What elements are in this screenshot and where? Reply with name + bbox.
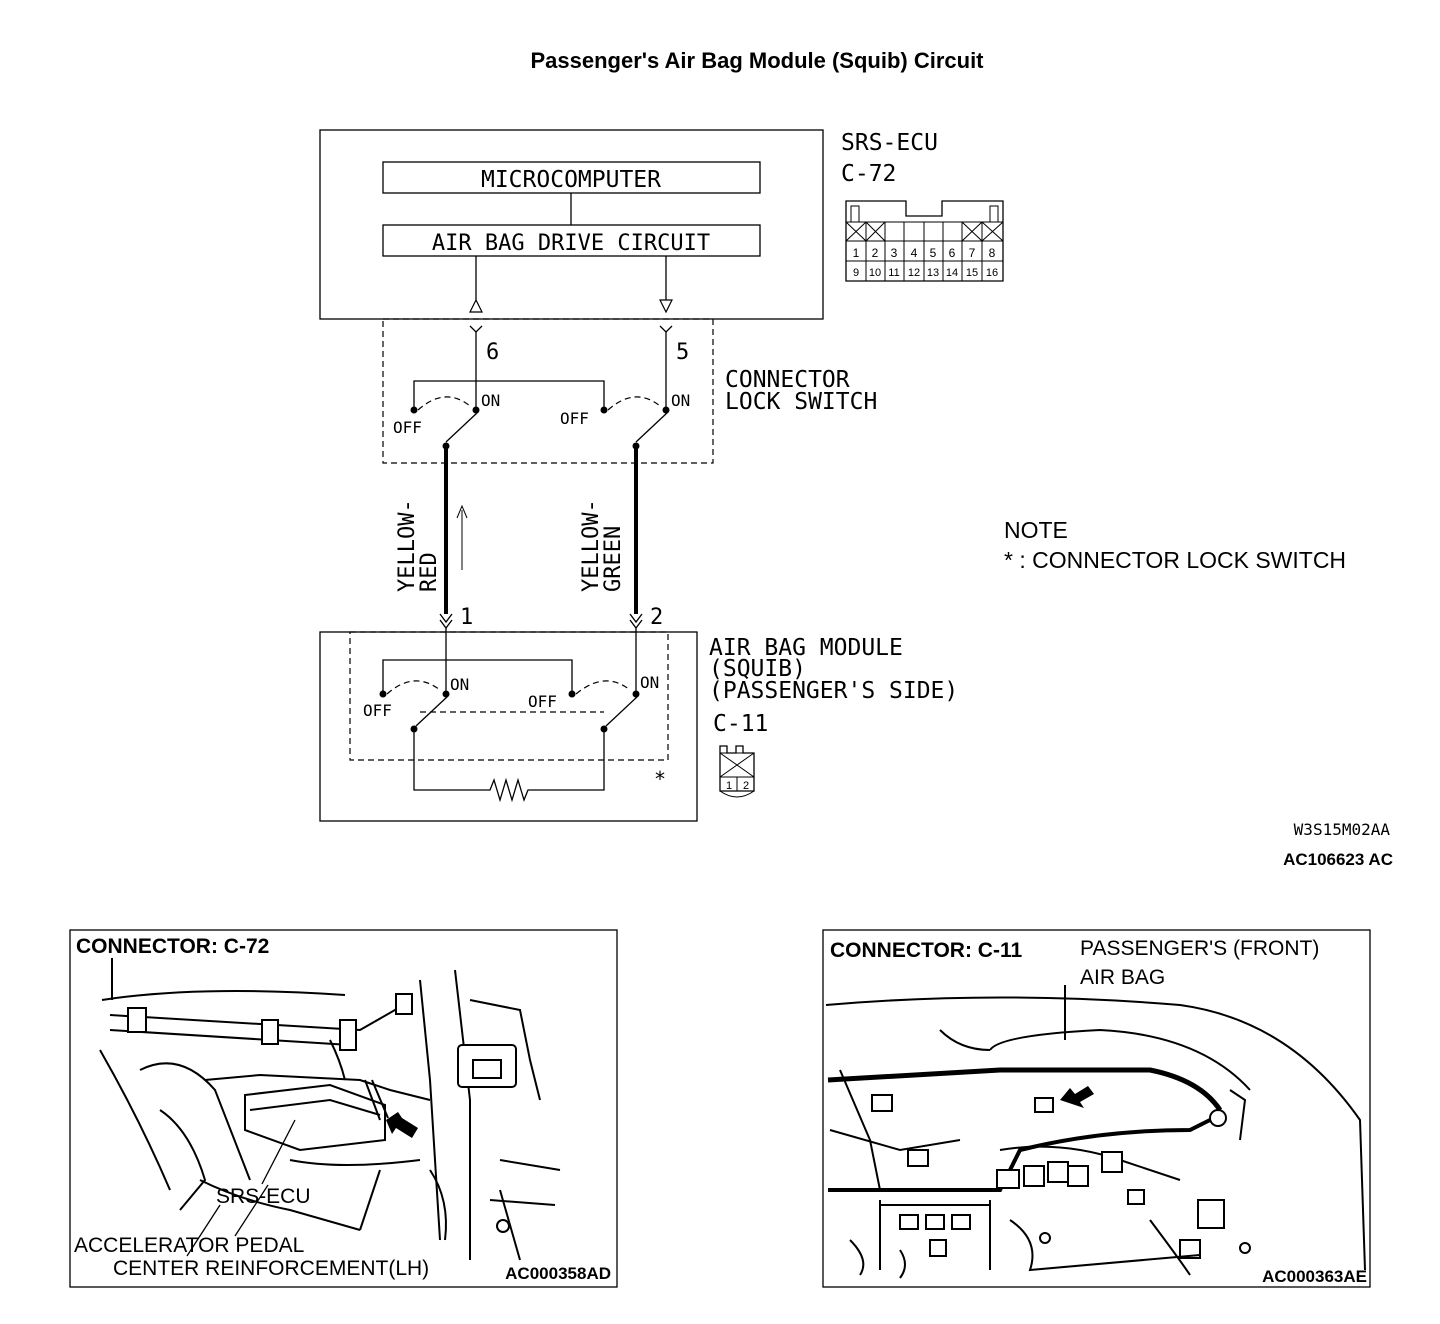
note-heading: NOTE	[1004, 517, 1068, 543]
output-triangle-up-icon	[469, 298, 483, 313]
c72-pin: 8	[989, 246, 996, 260]
c72-pin: 1	[853, 246, 860, 260]
c11-label-line1: PASSENGER'S (FRONT)	[1080, 937, 1319, 960]
harness-wires	[439, 448, 643, 630]
c72-pin: 15	[966, 267, 978, 279]
c72-location-illustration	[99, 958, 561, 1261]
srs-ecu-label: SRS-ECU	[841, 130, 938, 156]
switch-off-label: OFF	[363, 701, 392, 720]
c72-pin: 9	[853, 267, 859, 279]
switch-on-label: ON	[671, 391, 690, 410]
figure-code: AC106623 AC	[1283, 850, 1393, 869]
drive-circuit-label: AIR BAG DRIVE CIRCUIT	[432, 231, 710, 256]
c11-location-illustration	[825, 985, 1366, 1279]
c11-pin: 1	[726, 780, 732, 792]
wire-color-left: YELLOW- RED	[395, 486, 442, 592]
lock-switch-label-1: CONNECTOR	[725, 367, 850, 393]
c72-pin: 3	[891, 246, 898, 260]
c72-label-reinforcement: CENTER REINFORCEMENT(LH)	[113, 1257, 429, 1280]
c72-pin: 4	[911, 246, 918, 260]
c72-label-srs-ecu: SRS-ECU	[216, 1185, 311, 1208]
module-label-1: AIR BAG MODULE	[709, 635, 903, 661]
c72-pin: 11	[888, 267, 899, 279]
c72-connector-face: 1 2 3 4 5 6 7 8 9 10 11 12 13 14 15 16	[845, 200, 1004, 282]
page-title: Passenger's Air Bag Module (Squib) Circu…	[530, 48, 984, 73]
c72-pin: 12	[908, 267, 920, 279]
lock-switch-label-2: LOCK SWITCH	[725, 389, 877, 415]
module-pin-2: 2	[650, 605, 663, 630]
air-bag-module-block: ON OFF ON OFF *	[319, 628, 698, 822]
module-pin-1: 1	[460, 605, 473, 630]
switch-on-label: ON	[640, 673, 659, 692]
srs-ecu-block: MICROCOMPUTER AIR BAG DRIVE CIRCUIT	[319, 129, 824, 320]
c11-locator-arrow-icon	[1060, 1086, 1094, 1108]
c72-locator-arrow-icon	[386, 1112, 418, 1138]
c11-label: C-11	[713, 711, 768, 737]
c72-panel-heading: CONNECTOR: C-72	[76, 935, 269, 958]
switch-on-label: ON	[450, 675, 469, 694]
squib-resistor	[413, 729, 605, 803]
ecu-pin-6: 6	[486, 340, 499, 365]
c72-pin: 14	[946, 267, 958, 279]
connector-lock-switch: 6 5 ON OFF ON OFF	[382, 318, 714, 464]
module-label-3: (PASSENGER'S SIDE)	[709, 678, 958, 704]
wire-color-right: YELLOW- GREEN	[579, 486, 626, 592]
switch-off-label: OFF	[560, 409, 589, 428]
c11-figure-code: AC000363AE	[1262, 1267, 1367, 1286]
c72-pin: 10	[869, 267, 881, 279]
drive-circuit-box	[382, 224, 761, 257]
c72-figure-code: AC000358AD	[505, 1264, 611, 1283]
output-triangle-down-icon	[659, 299, 673, 314]
module-label-2: (SQUIB)	[709, 656, 806, 682]
lock-switch-asterisk: *	[654, 767, 666, 791]
note-text: * : CONNECTOR LOCK SWITCH	[1004, 547, 1346, 573]
c72-pin: 6	[949, 246, 956, 260]
c72-pin: 13	[927, 267, 939, 279]
switch-off-label: OFF	[393, 418, 422, 437]
c72-pin: 16	[986, 267, 998, 279]
c72-location-panel: CONNECTOR: C-72	[69, 929, 618, 1288]
c11-connector-face: 1 2	[719, 745, 755, 798]
c11-label-line2: AIR BAG	[1080, 966, 1165, 989]
microcomputer-label: MICROCOMPUTER	[481, 167, 661, 193]
switch-on-label: ON	[481, 391, 500, 410]
c11-pin: 2	[743, 780, 749, 792]
drawing-code: W3S15M02AA	[1294, 820, 1391, 839]
c72-pin: 7	[969, 246, 976, 260]
ecu-pin-5: 5	[676, 340, 689, 365]
switch-off-label: OFF	[528, 692, 557, 711]
c72-pin: 2	[872, 246, 879, 260]
c11-panel-heading: CONNECTOR: C-11	[830, 939, 1022, 962]
c11-location-panel: CONNECTOR: C-11 PASSENGER'S (FRONT) AIR …	[822, 929, 1371, 1288]
c72-label-pedal: ACCELERATOR PEDAL	[74, 1234, 304, 1257]
c72-pin: 5	[930, 246, 937, 260]
c72-label: C-72	[841, 161, 896, 187]
